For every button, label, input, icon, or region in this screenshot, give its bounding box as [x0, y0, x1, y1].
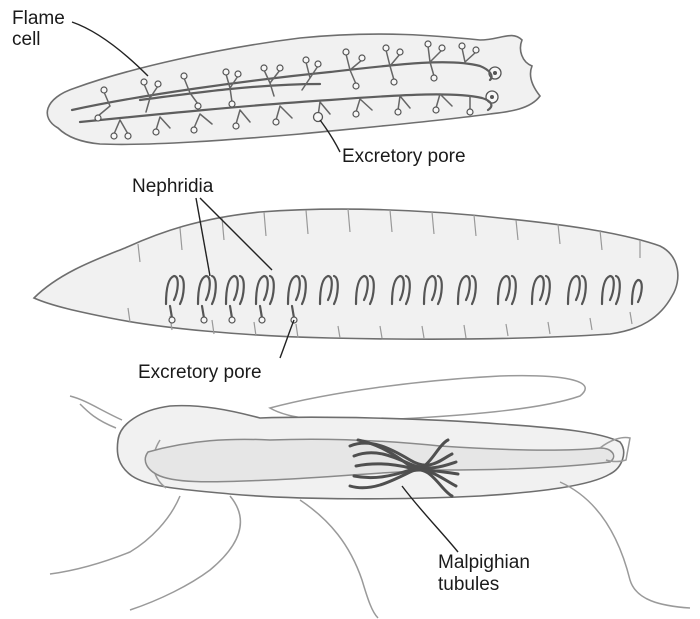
malpighian-label-line1: Malpighian	[438, 552, 530, 573]
malpighian-label-line2: tubules	[438, 574, 499, 595]
nephridia-label: Nephridia	[132, 176, 214, 197]
earthworm-body	[34, 209, 678, 339]
flatworm-body	[47, 34, 540, 144]
flatworm-pore-label: Excretory pore	[342, 146, 466, 167]
insect-antenna	[70, 396, 122, 428]
insect-legs	[50, 482, 690, 618]
flatworm-panel: Flame cell Excretory pore	[12, 8, 540, 167]
earthworm-panel: Nephridia Excretory pore	[34, 176, 678, 383]
flame-cell-label-line2: cell	[12, 29, 41, 50]
insect-panel: Malpighian tubules	[50, 376, 690, 618]
flatworm-excretory-pore	[314, 113, 323, 122]
earthworm-pore-label: Excretory pore	[138, 362, 262, 383]
flame-cell-label-line1: Flame	[12, 8, 65, 29]
flame-cell-leader	[72, 22, 148, 76]
insect-wing	[270, 376, 585, 421]
